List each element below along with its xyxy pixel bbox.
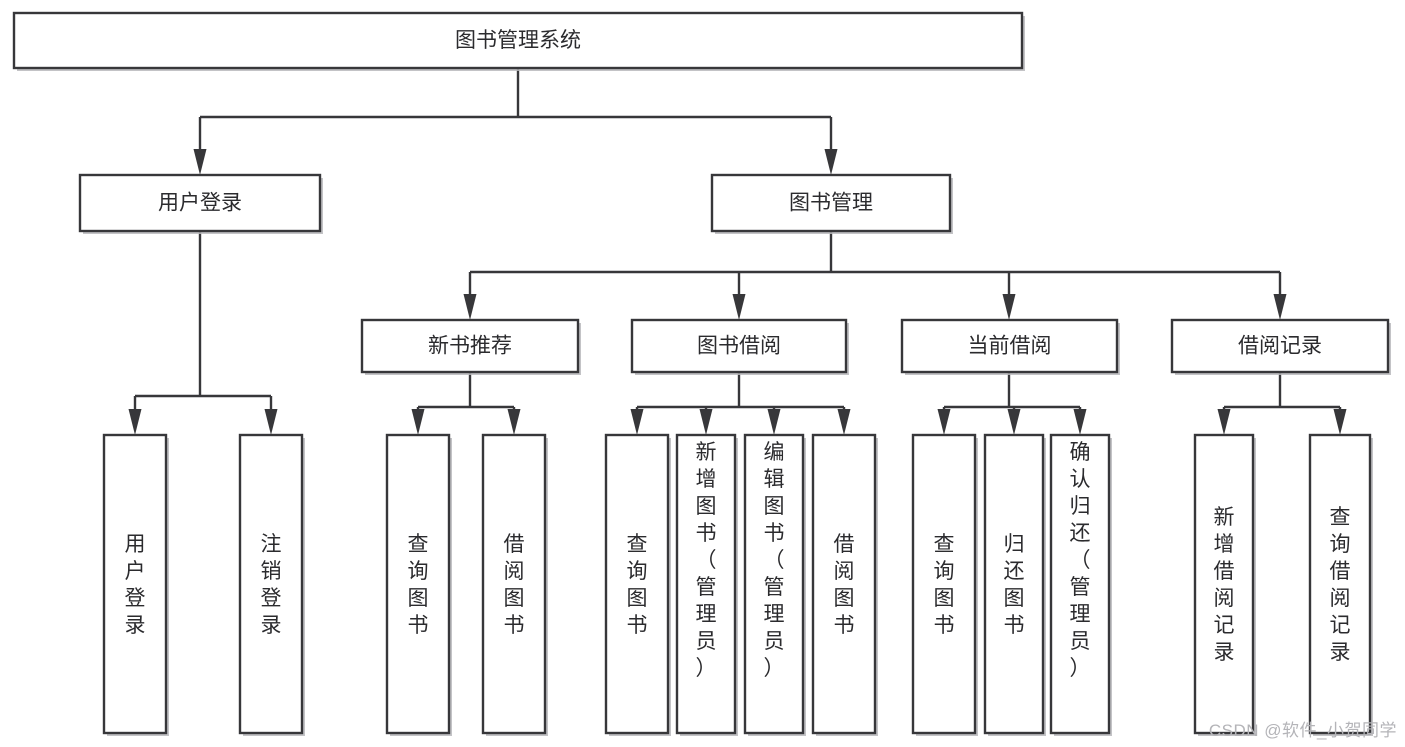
- node-label-leaf-query-record: 查询借阅记录: [1330, 506, 1351, 664]
- node-current-borrow[interactable]: 当前借阅: [900, 318, 1120, 375]
- arrowhead-leaf-add-record: [1217, 409, 1231, 435]
- connector-book-borrow: [630, 372, 851, 435]
- node-leaf-cur-query[interactable]: 查询图书: [911, 433, 978, 736]
- arrowhead-leaf-rec-borrow: [507, 409, 521, 435]
- node-box-current-borrow[interactable]: [900, 318, 1119, 374]
- node-label-borrow-record: 借阅记录: [1238, 335, 1322, 358]
- connector-new-book-rec: [411, 372, 521, 435]
- connector-borrow-record: [1217, 372, 1347, 435]
- node-leaf-borrow-query[interactable]: 查询图书: [604, 433, 671, 736]
- node-label-new-book-rec: 新书推荐: [428, 335, 512, 358]
- arrowhead-leaf-borrow-query: [630, 409, 644, 435]
- node-leaf-add-record[interactable]: 新增借阅记录: [1193, 433, 1256, 736]
- node-leaf-borrow-book[interactable]: 借阅图书: [811, 433, 878, 736]
- node-label-leaf-return-book: 归还图书: [1004, 533, 1025, 637]
- arrowhead-leaf-logout: [264, 409, 278, 435]
- arrowhead-leaf-confirm-return: [1073, 409, 1087, 435]
- node-root[interactable]: 图书管理系统: [12, 11, 1025, 71]
- node-label-book-manage: 图书管理: [789, 192, 873, 215]
- node-label-user-login: 用户登录: [158, 192, 242, 215]
- connector-layer: [128, 68, 1347, 435]
- node-label-leaf-confirm-return: 确认归还（管理员）: [1070, 441, 1091, 680]
- node-box-leaf-add-record[interactable]: [1193, 433, 1255, 735]
- node-label-leaf-rec-borrow: 借阅图书: [504, 533, 525, 637]
- node-label-leaf-rec-query: 查询图书: [408, 533, 429, 637]
- node-box-leaf-borrow-query[interactable]: [604, 433, 670, 735]
- arrowhead-leaf-borrow-book: [837, 409, 851, 435]
- node-leaf-query-record[interactable]: 查询借阅记录: [1308, 433, 1373, 736]
- node-label-leaf-borrow-book: 借阅图书: [834, 533, 855, 637]
- node-leaf-rec-borrow[interactable]: 借阅图书: [481, 433, 548, 736]
- node-new-book-rec[interactable]: 新书推荐: [360, 318, 581, 375]
- arrowhead-leaf-cur-query: [937, 409, 951, 435]
- node-book-manage[interactable]: 图书管理: [710, 173, 953, 234]
- node-leaf-confirm-return[interactable]: 确认归还（管理员）: [1049, 433, 1112, 736]
- node-box-leaf-query-record[interactable]: [1308, 433, 1372, 735]
- node-label-book-borrow: 图书借阅: [697, 335, 781, 358]
- arrowhead-leaf-add-book: [699, 409, 713, 435]
- node-label-root: 图书管理系统: [455, 29, 581, 52]
- arrowhead-current-borrow: [1002, 294, 1016, 320]
- node-box-leaf-rec-query[interactable]: [385, 433, 451, 735]
- node-box-leaf-borrow-book[interactable]: [811, 433, 877, 735]
- arrowhead-borrow-record: [1273, 294, 1287, 320]
- node-leaf-rec-query[interactable]: 查询图书: [385, 433, 452, 736]
- node-box-new-book-rec[interactable]: [360, 318, 580, 374]
- arrowhead-leaf-query-record: [1333, 409, 1347, 435]
- connector-root: [193, 68, 838, 175]
- node-box-leaf-cur-query[interactable]: [911, 433, 977, 735]
- node-label-leaf-edit-book: 编辑图书（管理员）: [764, 441, 785, 680]
- arrowhead-user-login: [193, 149, 207, 175]
- watermark-text: CSDN @软件_小贺同学: [1208, 721, 1397, 740]
- arrowhead-leaf-edit-book: [767, 409, 781, 435]
- node-layer: 图书管理系统用户登录图书管理新书推荐图书借阅当前借阅借阅记录用户登录注销登录查询…: [12, 11, 1391, 736]
- node-user-login[interactable]: 用户登录: [78, 173, 323, 234]
- node-leaf-add-book[interactable]: 新增图书（管理员）: [675, 433, 738, 736]
- arrowhead-leaf-user-login: [128, 409, 142, 435]
- node-leaf-logout[interactable]: 注销登录: [238, 433, 305, 736]
- node-book-borrow[interactable]: 图书借阅: [630, 318, 849, 375]
- arrowhead-new-book-rec: [463, 294, 477, 320]
- node-box-user-login[interactable]: [78, 173, 322, 233]
- node-label-leaf-add-record: 新增借阅记录: [1214, 506, 1235, 664]
- node-box-leaf-add-book[interactable]: [675, 433, 737, 735]
- node-box-leaf-return-book[interactable]: [983, 433, 1045, 735]
- node-label-leaf-borrow-query: 查询图书: [627, 533, 648, 637]
- node-box-leaf-confirm-return[interactable]: [1049, 433, 1111, 735]
- node-leaf-return-book[interactable]: 归还图书: [983, 433, 1046, 736]
- node-box-borrow-record[interactable]: [1170, 318, 1390, 374]
- node-box-leaf-edit-book[interactable]: [743, 433, 805, 735]
- node-box-leaf-user-login[interactable]: [102, 433, 168, 735]
- node-box-leaf-rec-borrow[interactable]: [481, 433, 547, 735]
- node-leaf-user-login[interactable]: 用户登录: [102, 433, 169, 736]
- node-label-leaf-user-login: 用户登录: [125, 533, 146, 637]
- node-box-book-manage[interactable]: [710, 173, 952, 233]
- arrowhead-leaf-rec-query: [411, 409, 425, 435]
- node-box-leaf-logout[interactable]: [238, 433, 304, 735]
- node-borrow-record[interactable]: 借阅记录: [1170, 318, 1391, 375]
- node-label-leaf-cur-query: 查询图书: [934, 533, 955, 637]
- connector-current-borrow: [937, 372, 1087, 435]
- arrowhead-book-manage: [824, 149, 838, 175]
- arrowhead-leaf-return-book: [1007, 409, 1021, 435]
- connector-user-login: [128, 231, 278, 435]
- node-label-leaf-add-book: 新增图书（管理员）: [696, 441, 717, 680]
- node-leaf-edit-book[interactable]: 编辑图书（管理员）: [743, 433, 806, 736]
- connector-book-manage: [463, 231, 1287, 320]
- node-label-current-borrow: 当前借阅: [968, 335, 1052, 358]
- node-box-root[interactable]: [12, 11, 1024, 70]
- node-label-leaf-logout: 注销登录: [261, 533, 282, 637]
- arrowhead-book-borrow: [732, 294, 746, 320]
- node-box-book-borrow[interactable]: [630, 318, 848, 374]
